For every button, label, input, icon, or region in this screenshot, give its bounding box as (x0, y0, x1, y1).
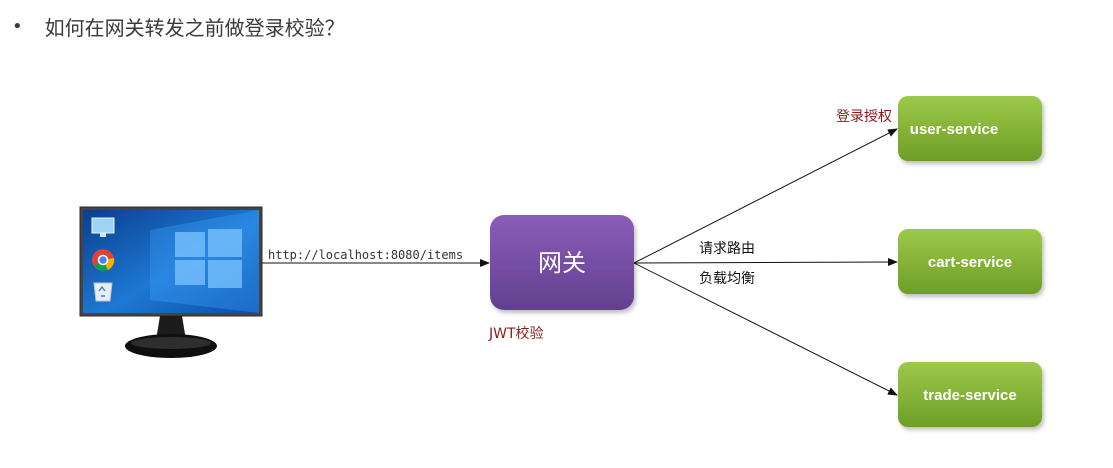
heading: • 如何在网关转发之前做登录校验？ (12, 12, 345, 41)
recycle-bin-icon (93, 282, 113, 302)
request-url-label: http://localhost:8080/items (268, 248, 463, 262)
trade-service-node: trade-service (898, 362, 1042, 427)
load-balancing-label: 负载均衡 (699, 271, 755, 287)
bullet-icon: • (12, 16, 23, 37)
auth-label: 登录授权 (836, 109, 892, 125)
gateway-to-trade-service-arrow (633, 262, 898, 396)
gateway-to-user-service-arrow (633, 128, 898, 264)
gateway-to-cart-service-arrow (633, 258, 898, 267)
client-monitor-icon (79, 206, 263, 358)
gateway-node: 网关 (490, 215, 634, 310)
cart-service-node: cart-service (898, 229, 1042, 294)
routing-label: 请求路由 (699, 241, 755, 257)
user-service-node: user-service (898, 96, 1042, 161)
computer-icon (91, 217, 115, 237)
cart-service-label: cart-service (928, 254, 1012, 271)
trade-service-label: trade-service (923, 387, 1016, 404)
gateway-label: 网关 (538, 249, 586, 277)
user-service-label: user-service (910, 121, 998, 138)
jwt-check-label: JWT校验 (488, 325, 544, 342)
chrome-icon (92, 249, 115, 272)
heading-text: 如何在网关转发之前做登录校验？ (44, 16, 345, 40)
